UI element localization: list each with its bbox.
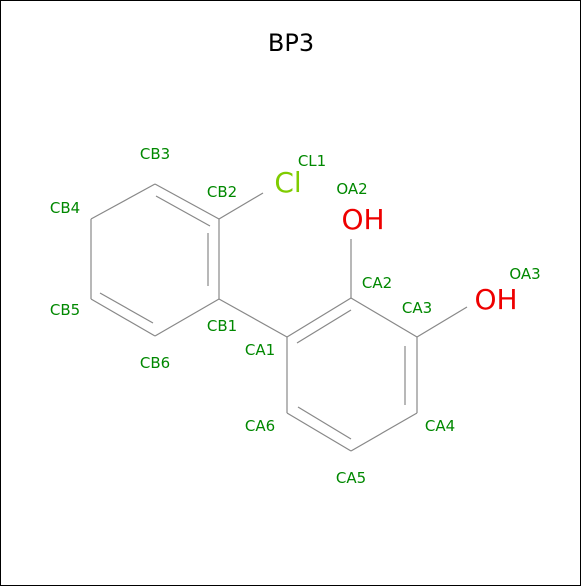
atom-label-cb6: CB6 xyxy=(140,354,170,372)
atom-label-ca1: CA1 xyxy=(245,341,275,359)
bond-ca5-ca6 xyxy=(286,412,352,452)
atom-label-cb4: CB4 xyxy=(50,199,80,217)
bond-cb1-ca1 xyxy=(218,298,288,338)
atom-label-ca2: CA2 xyxy=(362,274,392,292)
chlorine-symbol: Cl xyxy=(274,166,301,199)
ring-a-bonds xyxy=(286,297,418,452)
atom-label-cb5: CB5 xyxy=(50,301,80,319)
bond-cb6-cb5 xyxy=(90,298,156,337)
atom-label-cb3: CB3 xyxy=(140,145,170,163)
atom-labels: CB3 CB2 CL1 CB4 CB5 CB1 CB6 OA2 CA2 CA3 … xyxy=(50,145,541,487)
bond-inner-ca5-ca6 xyxy=(297,406,352,440)
bond-cb2-cl1 xyxy=(218,192,264,220)
atom-label-oa2: OA2 xyxy=(336,180,367,198)
bond-cb1-cb6 xyxy=(154,298,220,337)
hydroxyl-oa3-symbol: OH xyxy=(474,283,517,316)
bond-ca2-ca3 xyxy=(350,297,418,338)
atom-label-cb2: CB2 xyxy=(207,183,237,201)
diagram-title: BP3 xyxy=(268,29,314,57)
bond-cb4-cb3 xyxy=(90,183,156,220)
hydroxyl-oa2-symbol: OH xyxy=(341,203,384,236)
bond-ca4-ca5 xyxy=(350,412,418,452)
bond-ca1-ca2 xyxy=(286,297,352,338)
ring-b-bonds xyxy=(90,183,220,337)
bond-ca3-oa3 xyxy=(416,306,468,338)
bond-inner-ca1-ca2 xyxy=(296,309,352,344)
atom-label-ca3: CA3 xyxy=(402,299,432,317)
bond-inner-cb6-cb5 xyxy=(99,292,154,324)
atom-label-cl1: CL1 xyxy=(298,152,326,170)
atom-label-ca4: CA4 xyxy=(425,417,455,435)
bond-inner-cb3-cb2 xyxy=(155,195,211,227)
atom-label-oa3: OA3 xyxy=(509,265,540,283)
atom-label-ca6: CA6 xyxy=(245,417,275,435)
atom-label-ca5: CA5 xyxy=(336,469,366,487)
bond-cb3-cb2 xyxy=(154,183,220,220)
atom-label-cb1: CB1 xyxy=(207,317,237,335)
